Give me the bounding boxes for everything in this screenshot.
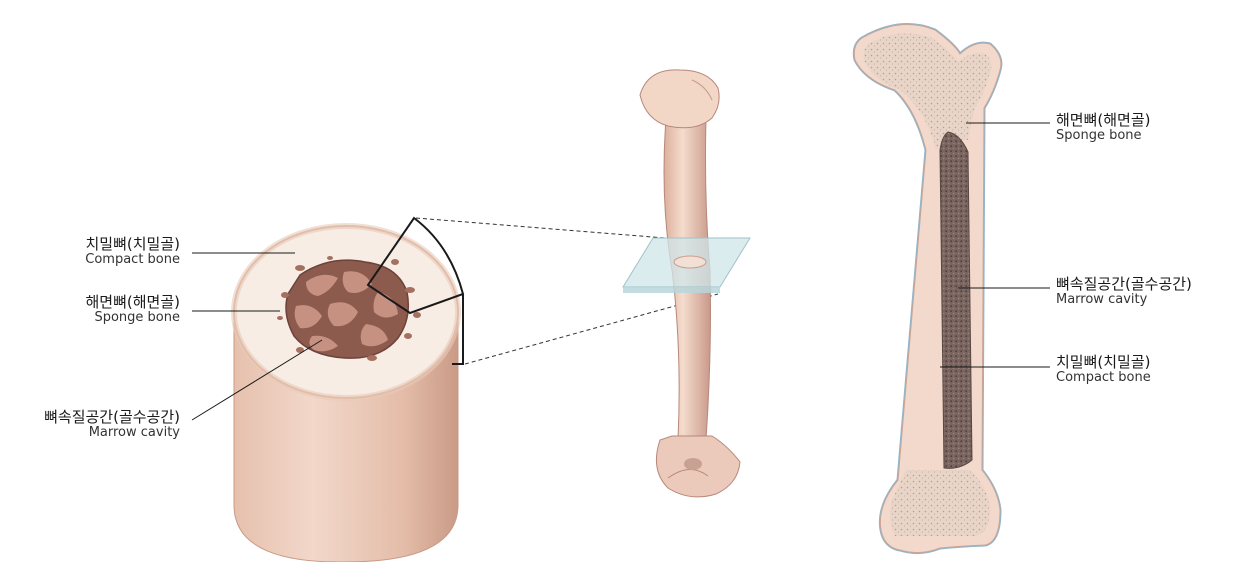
label-marrow-cavity-right: 뼈속질공간(골수공간) Marrow cavity [1056, 276, 1192, 308]
compact-bone-ko: 치밀뼈(치밀골) [1056, 354, 1151, 371]
sponge-bone-ko: 해면뼈(해면골) [1056, 112, 1151, 129]
marrow-cavity-ko: 뼈속질공간(골수공간) [1056, 276, 1192, 293]
sponge-bone-en: Sponge bone [85, 311, 180, 326]
label-compact-bone-right: 치밀뼈(치밀골) Compact bone [1056, 354, 1151, 386]
femur-longitudinal-section [854, 25, 1001, 553]
marrow-cavity-en: Marrow cavity [1056, 293, 1192, 308]
compact-bone-en: Compact bone [85, 253, 180, 268]
cross-section-cylinder [234, 218, 463, 562]
compact-bone-ko: 치밀뼈(치밀골) [85, 236, 180, 253]
label-sponge-bone-left: 해면뼈(해면골) Sponge bone [85, 294, 180, 326]
humerus-bone [623, 70, 750, 497]
label-compact-bone-left: 치밀뼈(치밀골) Compact bone [85, 236, 180, 268]
label-marrow-cavity-left: 뼈속질공간(골수공간) Marrow cavity [44, 409, 180, 441]
sponge-bone-ko: 해면뼈(해면골) [85, 294, 180, 311]
marrow-cavity-ko: 뼈속질공간(골수공간) [44, 409, 180, 426]
label-sponge-bone-right: 해면뼈(해면골) Sponge bone [1056, 112, 1151, 144]
marrow-cavity-en: Marrow cavity [44, 426, 180, 441]
sponge-bone-en: Sponge bone [1056, 129, 1151, 144]
sponge-bone-core [286, 260, 408, 358]
compact-bone-en: Compact bone [1056, 371, 1151, 386]
